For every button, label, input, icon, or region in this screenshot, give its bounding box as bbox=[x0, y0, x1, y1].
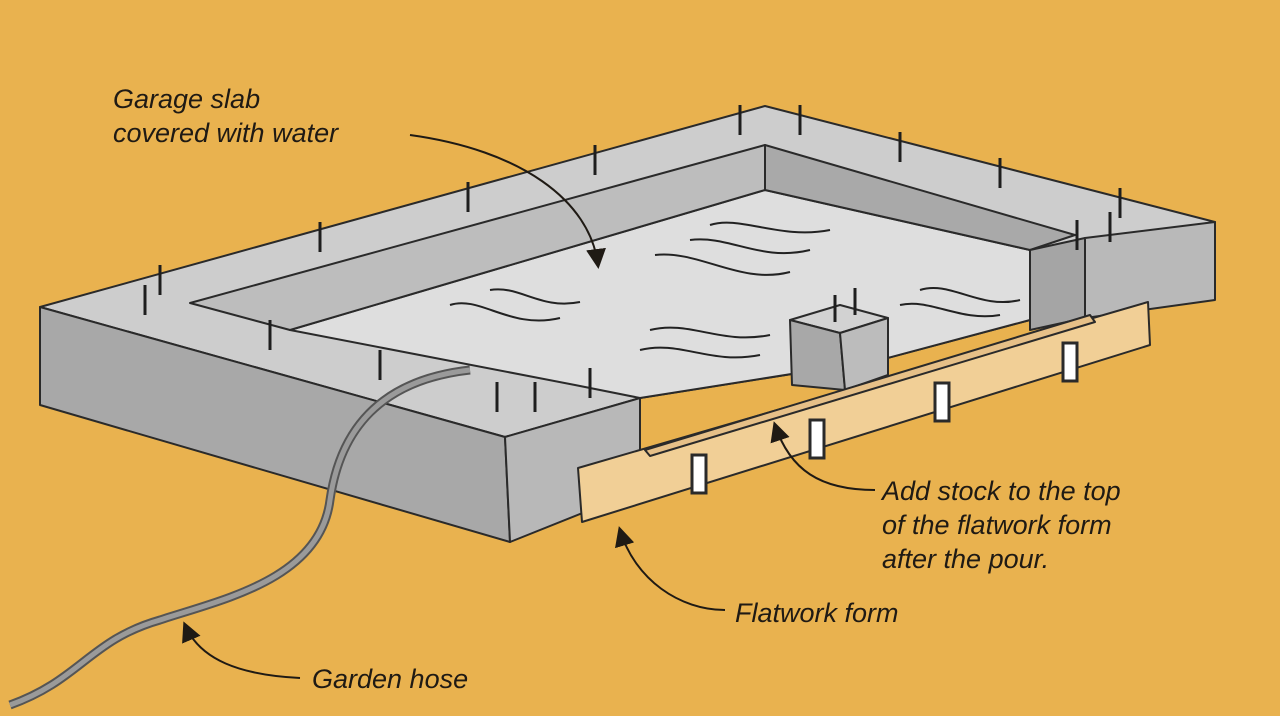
label-garden-hose: Garden hose bbox=[312, 664, 469, 694]
leader-hose bbox=[182, 621, 301, 679]
label-flatwork-form: Flatwork form bbox=[735, 598, 899, 628]
label-garage-slab: Garage slab covered with water bbox=[113, 84, 339, 148]
leader-add-stock bbox=[770, 421, 876, 491]
added-stock bbox=[644, 314, 1096, 457]
form-stakes bbox=[690, 341, 1079, 495]
label-add-stock: Add stock to the top of the flatwork for… bbox=[882, 476, 1121, 574]
rebar bbox=[143, 105, 1122, 412]
right-block-face bbox=[1029, 237, 1086, 331]
pier-right bbox=[839, 317, 889, 391]
leader-flatwork bbox=[615, 526, 726, 611]
water-ripples bbox=[449, 221, 1021, 359]
leader-garage-slab bbox=[409, 134, 606, 269]
right-block-side bbox=[1084, 221, 1216, 319]
